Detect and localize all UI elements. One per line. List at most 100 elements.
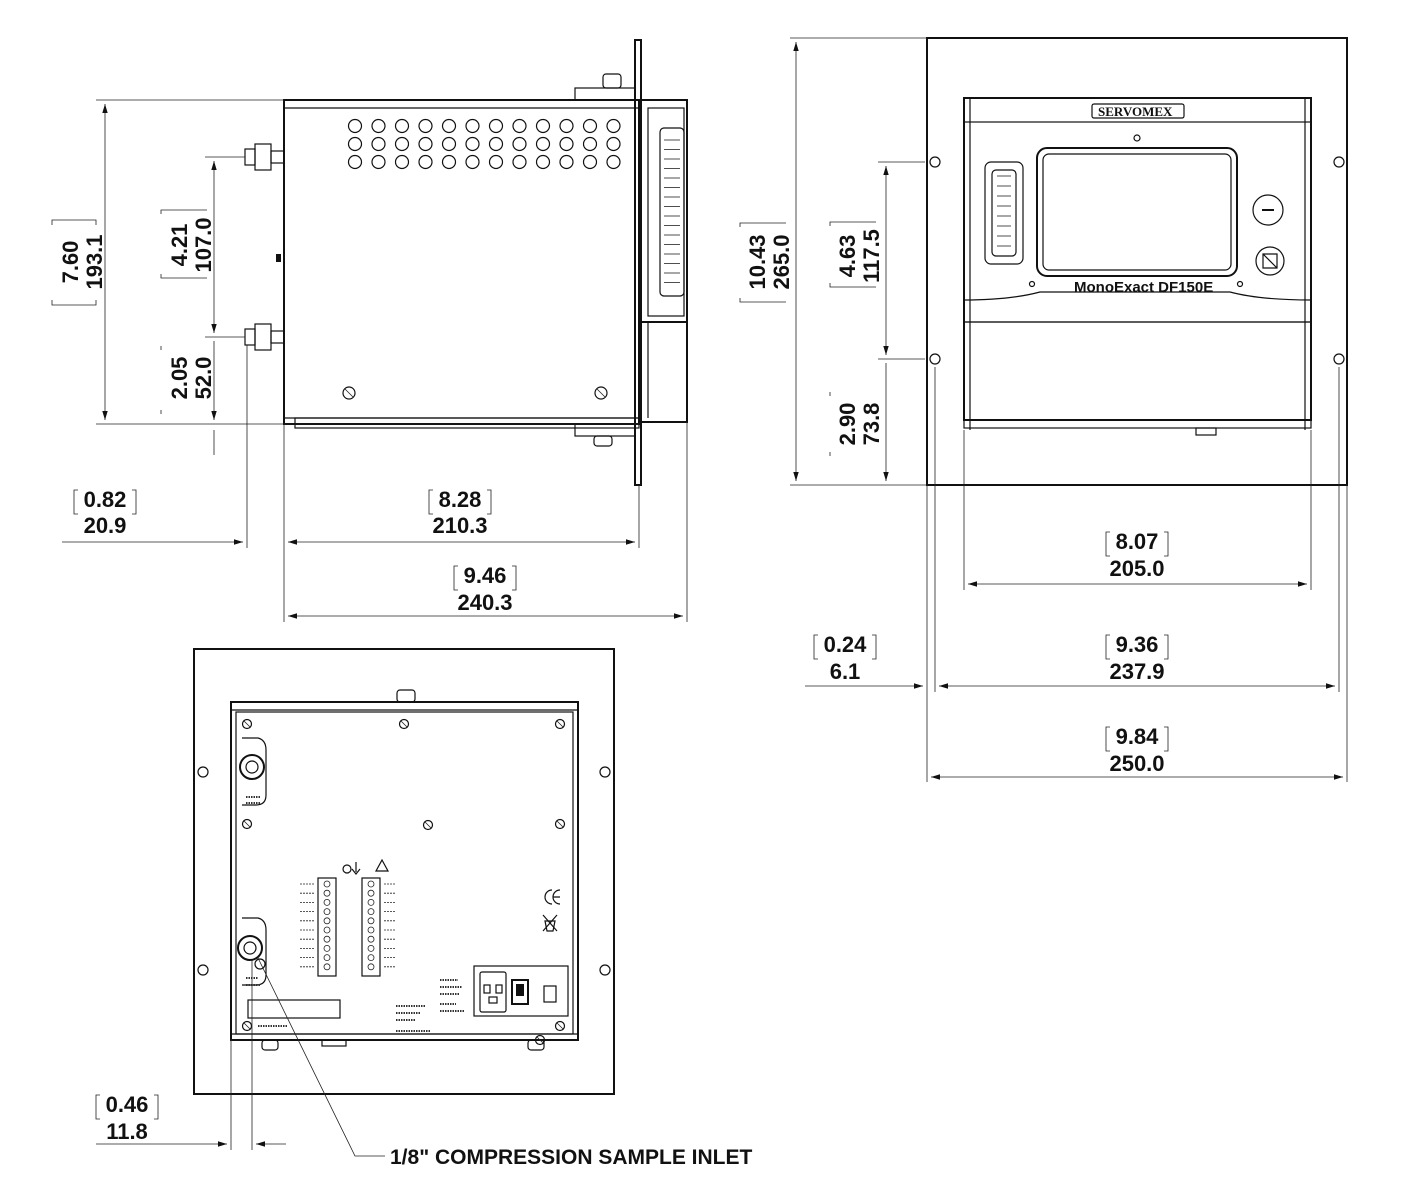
control-knob <box>1252 194 1284 226</box>
vent-hole <box>394 118 410 134</box>
vent-hole <box>465 118 480 134</box>
sample-inlet-port <box>237 935 263 961</box>
rear-hole-tr <box>599 766 611 778</box>
vent-hole <box>371 118 386 134</box>
terminal-pin <box>367 935 375 943</box>
vent-hole <box>535 154 551 170</box>
front-hole-bl <box>929 353 941 365</box>
vent-hole <box>371 136 386 152</box>
vent-hole <box>512 136 527 152</box>
terminal-pin <box>323 954 331 961</box>
dim-port-spacing-in: 4.21 <box>167 224 192 267</box>
rear-label-plate <box>247 999 341 1019</box>
sample-outlet-port <box>239 754 265 780</box>
rear-screw <box>554 818 566 830</box>
vent-hole <box>606 118 621 134</box>
dim-port-bottom-mm: 52.0 <box>191 357 216 400</box>
side-screw-1 <box>342 386 356 400</box>
dim-hole-width-mm: 237.9 <box>1109 659 1164 684</box>
vent-hole <box>559 154 574 170</box>
terminal-block-2 <box>361 877 381 977</box>
dim-panel-height-mm: 265.0 <box>769 234 794 289</box>
terminal-pins <box>300 880 396 971</box>
rear-screw <box>241 1020 253 1032</box>
dim-hole-width-in: 9.36 <box>1116 632 1159 657</box>
side-view <box>62 39 688 622</box>
vent-hole <box>394 154 410 170</box>
terminal-pin <box>323 917 331 925</box>
terminal-pin <box>367 917 375 925</box>
vent-hole <box>582 118 598 134</box>
vent-hole <box>582 136 598 152</box>
terminal-pin <box>367 963 375 971</box>
vent-hole <box>535 136 551 152</box>
terminal-pin <box>323 945 331 952</box>
terminal-pin <box>367 880 375 888</box>
front-hole-br <box>1333 353 1345 365</box>
rear-screw <box>241 818 253 830</box>
terminal-pin <box>367 954 375 961</box>
rear-screw <box>241 718 253 730</box>
inlet-callout-label: 1/8" COMPRESSION SAMPLE INLET <box>390 1146 753 1169</box>
terminal-pin <box>367 945 375 952</box>
vent-hole <box>418 154 433 170</box>
dim-panel-height-in: 10.43 <box>745 234 770 289</box>
dim-hole-spacing-in: 4.63 <box>835 235 860 278</box>
vent-hole <box>488 154 504 170</box>
vent-hole <box>394 136 410 152</box>
power-switch <box>511 979 529 1005</box>
vent-hole <box>371 154 386 170</box>
terminal-pin <box>367 899 375 906</box>
dim-port-spacing-mm: 107.0 <box>191 217 216 272</box>
vent-hole <box>512 118 527 134</box>
vent-hole <box>347 136 363 152</box>
dim-panel-width-in: 9.84 <box>1116 724 1160 749</box>
dim-body-depth-mm: 210.3 <box>432 513 487 538</box>
terminal-pin <box>323 908 331 915</box>
rear-housing <box>230 701 579 1041</box>
power-entry-module <box>473 965 569 1017</box>
terminal-pin <box>367 908 375 915</box>
dim-body-width-in: 8.07 <box>1116 529 1159 554</box>
side-port-lower <box>244 323 285 351</box>
vent-hole <box>606 136 621 152</box>
dim-edge-offset-in: 0.24 <box>824 632 868 657</box>
vent-hole <box>347 154 363 170</box>
vent-hole <box>606 154 621 170</box>
dim-hole-spacing-mm: 117.5 <box>859 229 884 283</box>
dim-total-depth-in: 9.46 <box>464 563 507 588</box>
dim-panel-width-mm: 250.0 <box>1109 751 1164 776</box>
dim-port-depth-in: 0.82 <box>84 487 127 512</box>
dim-port-bottom-in: 2.05 <box>167 357 192 400</box>
front-hole-tl <box>929 156 941 168</box>
indicator-strip <box>984 161 1024 265</box>
vent-hole <box>418 118 433 134</box>
side-port-upper <box>244 143 285 171</box>
rear-hole-br <box>599 964 611 976</box>
brand-logo: SERVOMEX <box>1098 104 1173 119</box>
vent-hole <box>559 136 574 152</box>
rear-hole-tl <box>197 766 209 778</box>
terminal-pin <box>323 880 331 888</box>
model-label: MonoExact DF150E <box>1074 279 1213 296</box>
terminal-pin <box>323 889 331 897</box>
dim-total-height-mm: 193.1 <box>82 234 107 289</box>
vent-hole <box>512 154 527 170</box>
vent-hole <box>535 118 551 134</box>
terminal-pin <box>323 899 331 906</box>
dim-body-depth-in: 8.28 <box>439 487 482 512</box>
front-panel <box>926 37 1348 486</box>
weee-icon <box>542 914 558 932</box>
vent-hole <box>441 118 457 134</box>
vent-hole <box>488 136 504 152</box>
dim-port-depth-mm: 20.9 <box>84 513 127 538</box>
rear-screw <box>398 718 410 730</box>
vent-hole <box>347 118 363 134</box>
terminal-pin <box>323 935 331 943</box>
front-hole-tr <box>1333 156 1345 168</box>
side-screw-2 <box>594 386 608 400</box>
dim-inlet-offset-in: 0.46 <box>106 1092 149 1117</box>
dim-total-height-in: 7.60 <box>58 241 83 284</box>
dim-body-width-mm: 205.0 <box>1109 556 1164 581</box>
